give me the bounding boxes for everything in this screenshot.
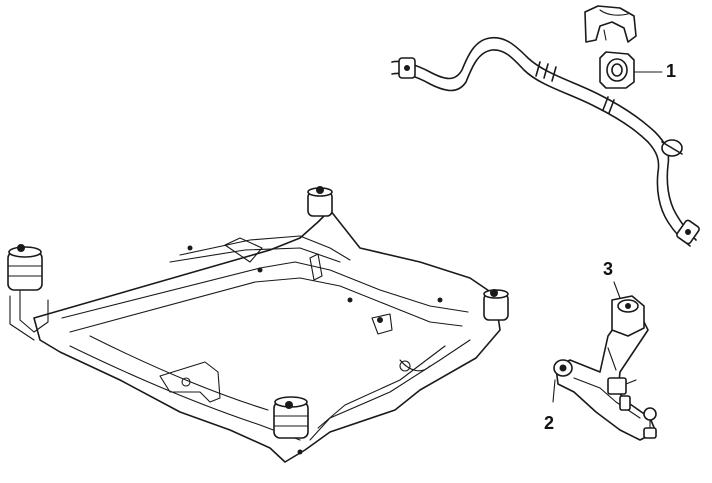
subframe-mount-front-right: [273, 396, 309, 439]
lower-control-arm-drawing: [552, 281, 657, 441]
callout-1: 1: [666, 61, 677, 81]
stabilizer-bushing-drawing: [584, 5, 663, 89]
stabilizer-bar-drawing: [391, 36, 700, 247]
subframe-mount-rear-right: [483, 289, 509, 321]
subframe-mount-rear-left: [307, 186, 333, 217]
subframe-mount-front-left: [7, 244, 43, 291]
front-subframe-drawing: [9, 209, 501, 463]
callout-3: 3: [603, 259, 614, 279]
callout-2: 2: [544, 413, 555, 433]
